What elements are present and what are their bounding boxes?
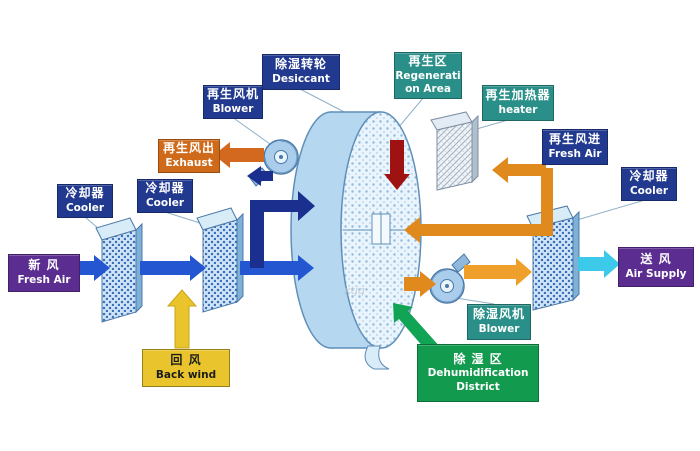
label-exhaust-en: Exhaust bbox=[165, 156, 213, 169]
label-air-supply-en: Air Supply bbox=[625, 267, 687, 280]
arrow-exhaust-out bbox=[214, 142, 264, 168]
label-desiccant-wheel: 除湿转轮 Desiccant bbox=[262, 54, 340, 90]
label-regen-fresh-air-zh: 再生风进 bbox=[548, 132, 601, 147]
label-air-supply-zh: 送 风 bbox=[640, 252, 672, 267]
arrow-dehumid-district bbox=[393, 303, 441, 356]
label-dehumid-district-zh: 除 湿 区 bbox=[453, 351, 503, 366]
arrow-backwind-up bbox=[166, 289, 198, 349]
label-regen-heater-en: heater bbox=[498, 103, 538, 116]
arrow-into-heater bbox=[492, 157, 546, 183]
arrow-regen-zone-down bbox=[384, 140, 410, 190]
label-back-wind-en: Back wind bbox=[155, 368, 217, 381]
label-dehumid-district-en2: District bbox=[456, 380, 500, 393]
label-cooler-middle-en: Cooler bbox=[145, 196, 185, 209]
arrow-air-supply-out bbox=[578, 250, 620, 278]
arrow-blower-outlet bbox=[247, 166, 273, 186]
cooler-unit-middle bbox=[196, 207, 244, 313]
label-regen-fresh-air: 再生风进 Fresh Air bbox=[542, 129, 608, 165]
label-dehumid-blower-zh: 除湿风机 bbox=[472, 307, 525, 322]
label-desiccant-wheel-zh: 除湿转轮 bbox=[274, 57, 327, 72]
watermark-text: xtjq bbox=[344, 284, 365, 297]
label-cooler-left-en: Cooler bbox=[65, 201, 105, 214]
arrow-wheel-to-blower bbox=[404, 271, 436, 297]
label-cooler-right-zh: 冷却器 bbox=[629, 169, 669, 184]
cooler-unit-left bbox=[95, 217, 143, 323]
curl-sheet-icon bbox=[364, 345, 390, 370]
heater-unit bbox=[430, 111, 479, 191]
label-dehumid-district: 除 湿 区 Dehumidification District bbox=[417, 344, 539, 402]
arrow-cooler1-to-cooler2 bbox=[140, 255, 206, 281]
arrow-blower-to-cooler3 bbox=[464, 258, 532, 286]
label-regen-blower: 再生风机 Blower bbox=[203, 85, 263, 119]
label-dehumid-blower-en: Blower bbox=[478, 322, 520, 335]
label-regeneration-area: 再生区 Regenerati on Area bbox=[394, 52, 462, 99]
label-cooler-middle-zh: 冷却器 bbox=[145, 181, 185, 196]
label-fresh-air-zh: 新 风 bbox=[28, 258, 60, 273]
label-cooler-middle: 冷却器 Cooler bbox=[137, 179, 193, 213]
label-regeneration-area-en2: on Area bbox=[405, 83, 451, 96]
label-desiccant-wheel-en: Desiccant bbox=[272, 72, 330, 85]
label-regeneration-area-en1: Regenerati bbox=[395, 69, 461, 82]
label-back-wind: 回 风 Back wind bbox=[142, 349, 230, 387]
arrow-elbow-to-wheel-top bbox=[250, 191, 315, 268]
label-regeneration-area-zh: 再生区 bbox=[408, 54, 448, 69]
label-back-wind-zh: 回 风 bbox=[170, 353, 202, 368]
label-cooler-left-zh: 冷却器 bbox=[65, 186, 105, 201]
label-cooler-left: 冷却器 Cooler bbox=[57, 184, 113, 218]
label-regen-fresh-air-en: Fresh Air bbox=[548, 147, 602, 160]
label-cooler-right-en: Cooler bbox=[629, 184, 669, 197]
label-fresh-air-en: Fresh Air bbox=[17, 273, 71, 286]
label-cooler-right: 冷却器 Cooler bbox=[621, 167, 677, 201]
label-regen-heater-zh: 再生加热器 bbox=[485, 88, 551, 103]
label-air-supply: 送 风 Air Supply bbox=[618, 247, 694, 287]
label-fresh-air: 新 风 Fresh Air bbox=[8, 254, 80, 292]
arrow-freshair-to-cooler1 bbox=[74, 255, 110, 281]
label-exhaust-zh: 再生风出 bbox=[162, 141, 215, 156]
label-regen-heater: 再生加热器 heater bbox=[482, 85, 554, 121]
label-regen-blower-en: Blower bbox=[212, 102, 254, 115]
label-dehumid-blower: 除湿风机 Blower bbox=[467, 304, 531, 340]
arrow-regen-elbow-to-wheel bbox=[404, 168, 553, 243]
label-dehumid-district-en1: Dehumidification bbox=[427, 367, 529, 380]
label-exhaust: 再生风出 Exhaust bbox=[158, 139, 220, 173]
label-regen-blower-zh: 再生风机 bbox=[206, 87, 259, 102]
